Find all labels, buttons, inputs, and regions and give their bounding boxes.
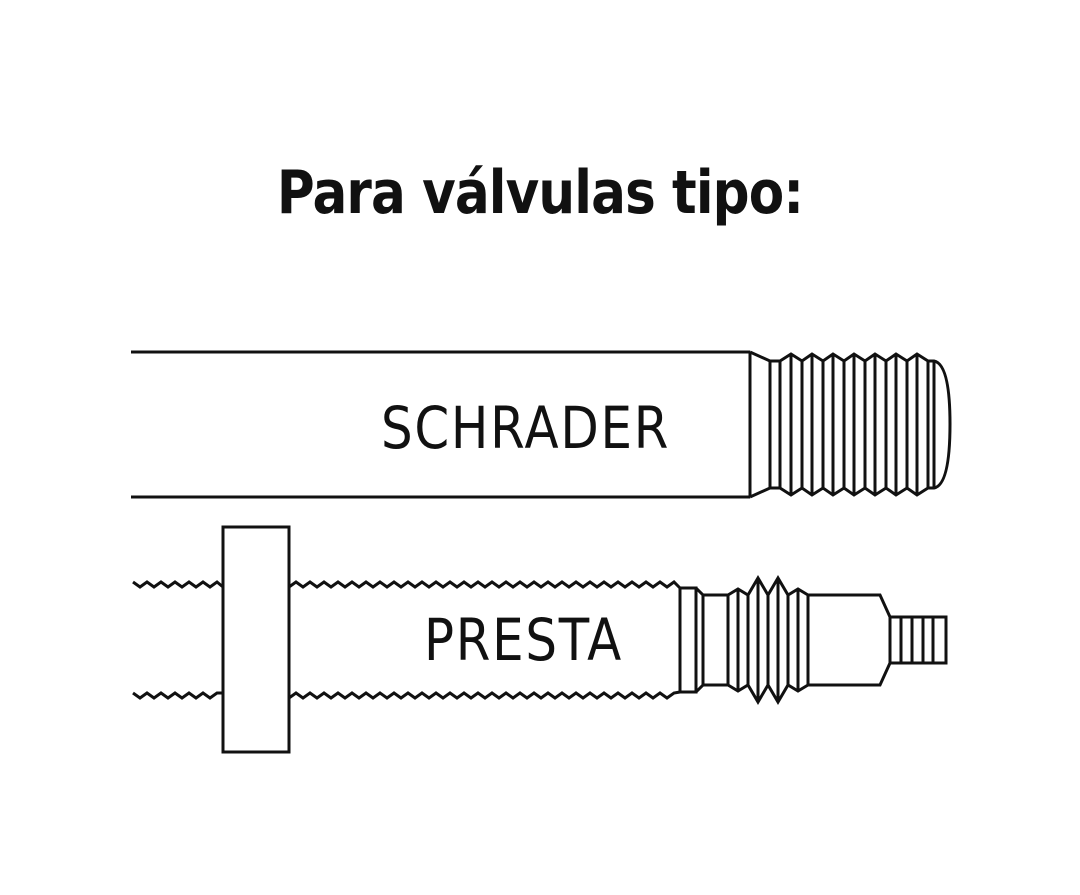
presta-thread-lower-left [132,691,223,700]
presta-thread-upper [288,580,682,590]
presta-thread-lower [288,690,681,700]
presta-tip [888,615,948,665]
presta-label: PRESTA [424,606,623,674]
schrader-label: SCHRADER [381,394,671,462]
schrader-valve-illustration [131,350,952,499]
schrader-cap [928,359,952,490]
schrader-threads [779,352,936,497]
presta-bellows [726,575,810,705]
presta-thread-upper-left [132,580,224,589]
presta-lock-nut [221,525,291,754]
presta-valve-illustration [132,525,948,754]
page-title: Para válvulas tipo: [276,158,804,228]
